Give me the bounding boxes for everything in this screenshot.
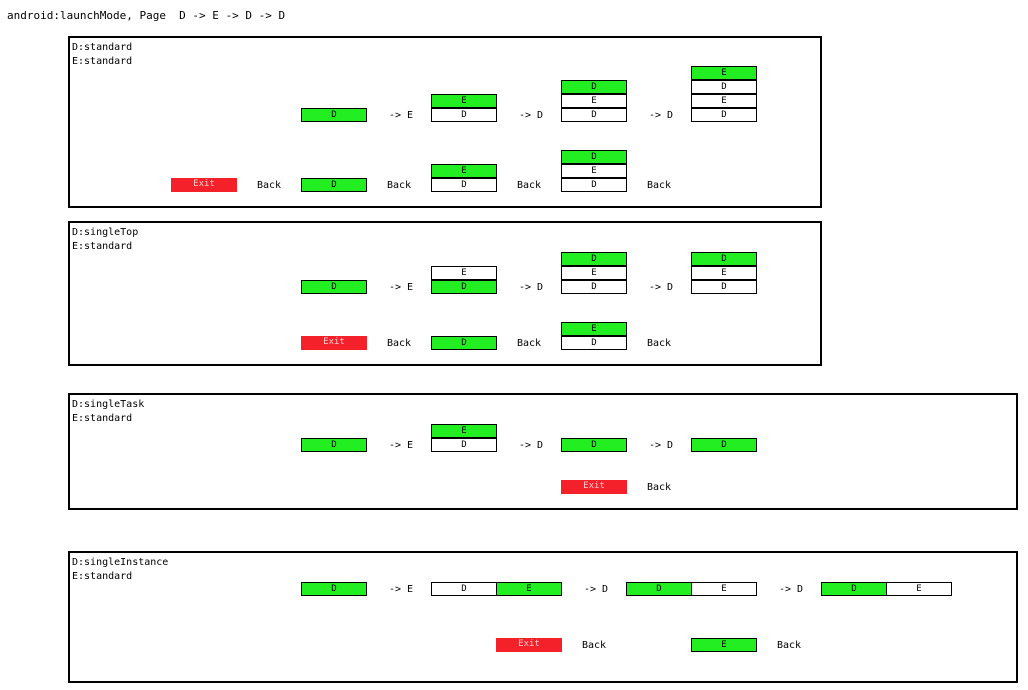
stack-cell-d: D: [301, 438, 367, 452]
stack-cell-d: D: [431, 336, 497, 350]
stack-cell-d: D: [431, 438, 497, 452]
arrow-to-d: -> D: [649, 440, 674, 451]
arrow-to-e: -> E: [389, 440, 414, 451]
stack-cell-d: D: [561, 280, 627, 294]
back-label: Back: [647, 338, 672, 349]
stack-cell-e: E: [691, 266, 757, 280]
stack-cell-d: D: [431, 108, 497, 122]
stack-cell-e: E: [431, 94, 497, 108]
stack-cell-d: D: [301, 582, 367, 596]
task-cell-d: D: [431, 582, 497, 596]
panel-mode-e: E:standard: [72, 241, 133, 252]
stack-cell-e: E: [561, 94, 627, 108]
stack-cell-e: E: [691, 66, 757, 80]
panel-singleinstance: D:singleInstance E:standard: [68, 551, 1018, 683]
stack-cell-d: D: [561, 80, 627, 94]
exit-cell: Exit: [171, 178, 237, 192]
task-cell-d: D: [821, 582, 887, 596]
stack-cell-e: E: [561, 322, 627, 336]
arrow-to-d: -> D: [649, 110, 674, 121]
task-cell-d: D: [626, 582, 692, 596]
arrow-to-d: -> D: [584, 584, 609, 595]
exit-cell: Exit: [496, 638, 562, 652]
stack-cell-e: E: [431, 266, 497, 280]
stack-cell-d: D: [691, 80, 757, 94]
task-cell-e: E: [691, 638, 757, 652]
panel-mode-d: D:standard: [72, 42, 133, 53]
panel-mode-e: E:standard: [72, 56, 133, 67]
stack-cell-d: D: [301, 178, 367, 192]
panel-mode-d: D:singleTask: [72, 399, 145, 410]
back-label: Back: [517, 338, 542, 349]
stack-cell-d: D: [301, 280, 367, 294]
panel-singletop: D:singleTop E:standard: [68, 221, 822, 366]
stack-cell-d: D: [691, 280, 757, 294]
task-cell-e: E: [496, 582, 562, 596]
arrow-to-e: -> E: [389, 282, 414, 293]
stack-cell-e: E: [431, 424, 497, 438]
arrow-to-e: -> E: [389, 110, 414, 121]
arrow-to-d: -> D: [519, 282, 544, 293]
arrow-to-d: -> D: [779, 584, 804, 595]
arrow-to-e: -> E: [389, 584, 414, 595]
back-label: Back: [517, 180, 542, 191]
stack-cell-d: D: [691, 252, 757, 266]
panel-mode-d: D:singleInstance: [72, 557, 169, 568]
stack-cell-d: D: [431, 178, 497, 192]
back-label: Back: [257, 180, 282, 191]
back-label: Back: [777, 640, 802, 651]
stack-cell-d: D: [301, 108, 367, 122]
back-label: Back: [582, 640, 607, 651]
exit-cell: Exit: [301, 336, 367, 350]
stack-cell-e: E: [691, 94, 757, 108]
stack-cell-d: D: [561, 108, 627, 122]
back-label: Back: [387, 180, 412, 191]
exit-cell: Exit: [561, 480, 627, 494]
arrow-to-d: -> D: [519, 110, 544, 121]
panel-standard: D:standard E:standard: [68, 36, 822, 208]
panel-singletask: D:singleTask E:standard: [68, 393, 1018, 510]
stack-cell-d: D: [561, 178, 627, 192]
arrow-to-d: -> D: [649, 282, 674, 293]
stack-cell-d: D: [691, 438, 757, 452]
panel-mode-d: D:singleTop: [72, 227, 139, 238]
stack-cell-e: E: [431, 164, 497, 178]
panel-mode-e: E:standard: [72, 571, 133, 582]
panel-mode-e: E:standard: [72, 413, 133, 424]
task-cell-e: E: [886, 582, 952, 596]
task-cell-e: E: [691, 582, 757, 596]
back-label: Back: [647, 482, 672, 493]
back-label: Back: [647, 180, 672, 191]
stack-cell-d: D: [561, 150, 627, 164]
stack-cell-d: D: [561, 252, 627, 266]
stack-cell-d: D: [431, 280, 497, 294]
stack-cell-d: D: [691, 108, 757, 122]
stack-cell-e: E: [561, 266, 627, 280]
back-label: Back: [387, 338, 412, 349]
page-title: android:launchMode, Page D -> E -> D -> …: [7, 9, 286, 22]
arrow-to-d: -> D: [519, 440, 544, 451]
stack-cell-e: E: [561, 164, 627, 178]
stack-cell-d: D: [561, 438, 627, 452]
stack-cell-d: D: [561, 336, 627, 350]
